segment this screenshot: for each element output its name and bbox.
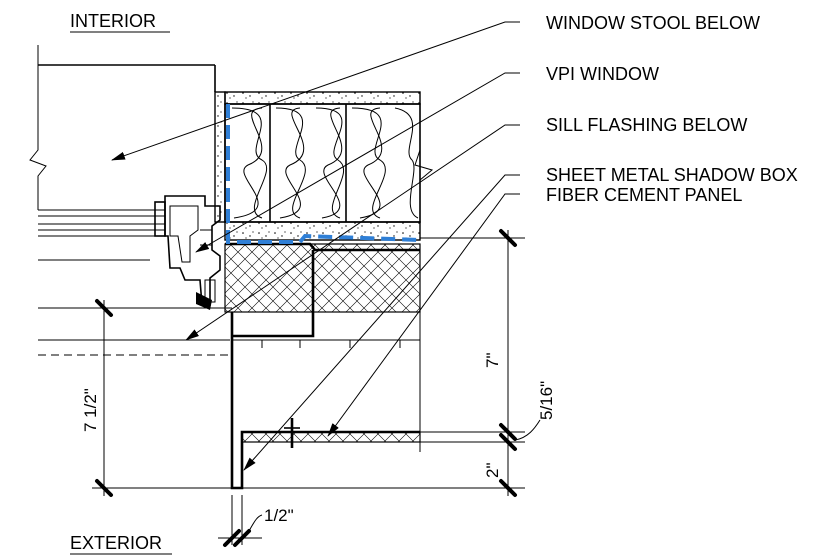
rigid-insulation <box>224 243 421 313</box>
label-fiber-cement: FIBER CEMENT PANEL <box>546 185 742 205</box>
label-vpi-window: VPI WINDOW <box>546 64 659 84</box>
dim-7: 7" <box>483 353 502 369</box>
leader-lines <box>111 21 520 471</box>
batt-insulation <box>224 103 421 223</box>
dim-7-1-2: 7 1/2" <box>81 388 100 432</box>
label-shadow-box: SHEET METAL SHADOW BOX <box>546 165 798 185</box>
dim-2: 2" <box>483 463 502 479</box>
label-window-stool: WINDOW STOOL BELOW <box>546 13 760 33</box>
air-barrier-line <box>226 104 421 244</box>
interior-label: INTERIOR <box>70 11 156 31</box>
dim-5-16: 5/16" <box>537 381 556 420</box>
dim-1-2: 1/2" <box>264 506 294 525</box>
label-sill-flashing: SILL FLASHING BELOW <box>546 115 747 135</box>
interior-finish <box>214 91 226 223</box>
top-sheathing <box>224 91 421 105</box>
interior-stool-outline <box>29 45 216 210</box>
exterior-sheathing <box>224 149 434 241</box>
dimension-lines <box>92 229 541 547</box>
window-frame-profile <box>38 195 230 356</box>
exterior-label: EXTERIOR <box>70 533 162 553</box>
